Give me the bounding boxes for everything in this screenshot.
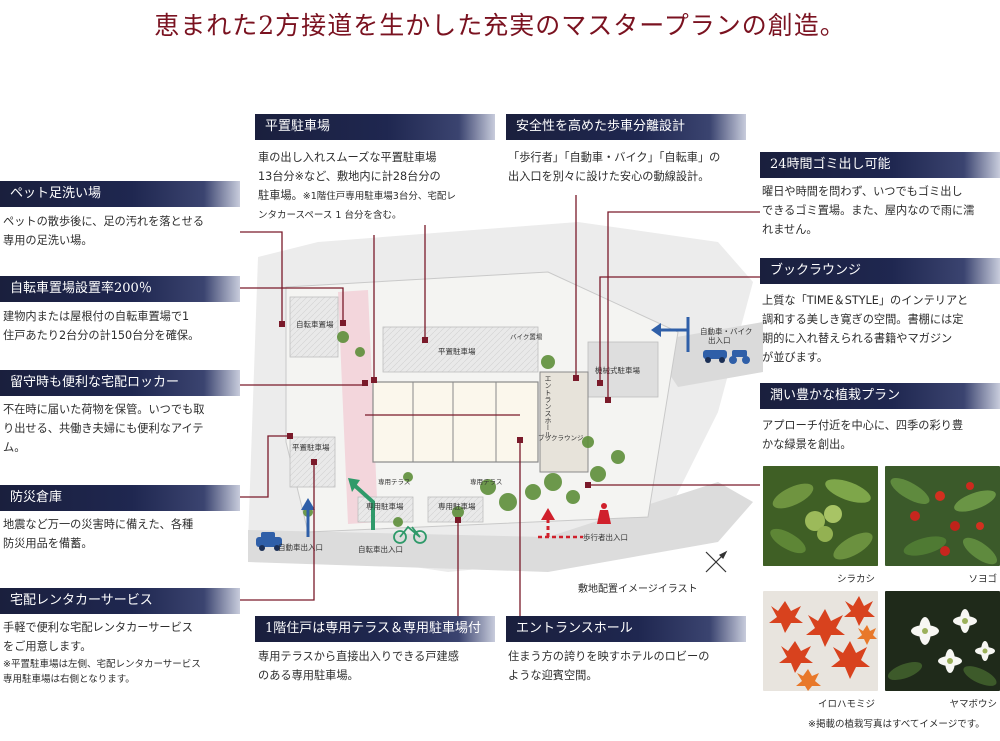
label-car-bike-gate-1: 自動車・バイク <box>700 326 752 336</box>
walkway <box>338 290 378 524</box>
label-bicycle-gate: 自転車出入口 <box>358 544 403 554</box>
heading-safety: 安全性を高めた歩車分離設計 <box>506 114 746 140</box>
label-private-parking-b: 専用駐車場 <box>438 501 476 511</box>
text-delivery: 不在時に届いた荷物を保管。いつでも取り出せる、共働き夫婦にも便利なアイテム。 <box>3 403 205 454</box>
heading-plants: 潤い豊かな植栽プラン <box>760 383 1000 409</box>
note-rental: ※平置駐車場は左側、宅配レンタカーサービス専用駐車場は右側となります。 <box>3 659 201 685</box>
private-parking-a <box>357 496 414 523</box>
car-gate-left-arrow <box>301 498 315 537</box>
site-plan-illustration: 自転車置場 平置駐車場 バイク置場 機械式駐車場 平置駐車場 ブックラウンジ エ… <box>248 222 763 573</box>
maple-leaves-image <box>763 591 878 691</box>
text-terrace: 専用テラスから直接出入りできる戸建感のある専用駐車場。 <box>258 650 459 682</box>
dogwood-flowers-image <box>885 591 1000 691</box>
pedestrian-icon <box>597 503 611 524</box>
heading-entrance: エントランスホール <box>506 616 746 642</box>
label-mech-parking: 機械式駐車場 <box>595 365 640 375</box>
heading-disaster: 防災倉庫 <box>0 485 240 511</box>
caption-iroha-momiji: イロハモミジ <box>817 699 875 710</box>
holly-berries-image <box>885 466 1000 566</box>
label-car-bike-gate-2: 出入口 <box>708 335 731 345</box>
text-plants: アプローチ付近を中心に、四季の彩り豊かな緑景を創出。 <box>762 419 964 451</box>
bicycle-icon <box>393 525 427 544</box>
residential-building <box>372 381 539 463</box>
entrance-block <box>539 371 589 473</box>
photo-iroha-momiji <box>763 591 878 691</box>
heading-terrace: 1階住戸は専用テラス＆専用駐車場付 <box>255 616 495 642</box>
label-flat-parking-top: 平置駐車場 <box>438 346 476 356</box>
label-flat-parking-left: 平置駐車場 <box>292 442 330 452</box>
heading-lounge: ブックラウンジ <box>760 258 1000 284</box>
caption-shirakashi: シラカシ <box>836 574 875 585</box>
label-private-parking-a: 専用駐車場 <box>366 501 404 511</box>
bike-lot <box>289 296 339 358</box>
heading-rental: 宅配レンタカーサービス <box>0 588 240 614</box>
car-bike-gate-arrow <box>651 317 690 352</box>
text-garbage: 曜日や時間を問わず、いつでもゴミ出しできるゴミ置場。また、屋内なので雨に濡れませ… <box>762 185 975 236</box>
heading-parking: 平置駐車場 <box>255 114 495 140</box>
heading-pet: ペット足洗い場 <box>0 181 240 207</box>
heading-delivery: 留守時も便利な宅配ロッカー <box>0 370 240 396</box>
caption-yamaboushi: ヤマボウシ <box>949 699 997 710</box>
text-disaster: 地震など万一の災害時に備えた、各種防災用品を備蓄。 <box>3 518 194 550</box>
photo-footnote: ※掲載の植栽写真はすべてイメージです。 <box>808 719 985 730</box>
photo-soyogo <box>885 466 1000 566</box>
motorbike-icon <box>729 350 750 364</box>
car-icon-right <box>703 350 727 363</box>
label-bike-storage: バイク置場 <box>510 332 543 341</box>
caption-soyogo: ソヨゴ <box>968 574 997 585</box>
flat-parking-top <box>382 326 539 373</box>
text-entrance: 住まう方の誇りを映すホテルのロビーのような迎賓空間。 <box>508 650 710 682</box>
pedestrian-gate-arrow <box>538 508 583 539</box>
acorn-leaves-image <box>763 466 878 566</box>
page-title: 恵まれた2方接道を生かした充実のマスタープランの創造。 <box>154 11 846 40</box>
label-book-lounge: ブックラウンジ <box>538 433 584 442</box>
photo-shirakashi <box>763 466 878 566</box>
compass-icon <box>705 550 728 573</box>
label-bike-lot: 自転車置場 <box>296 319 334 329</box>
map-caption-text: 敷地配置イメージイラスト <box>578 584 698 595</box>
photo-yamaboushi <box>885 591 1000 691</box>
road-south <box>248 482 753 572</box>
label-terrace-a: 専用テラス <box>378 477 410 486</box>
label-car-gate-left: 自動車出入口 <box>278 542 323 552</box>
text-pet: ペットの散歩後に、足の汚れを落とせる専用の足洗い場。 <box>3 215 205 247</box>
car-icon <box>256 532 282 551</box>
trees <box>303 331 625 527</box>
text-lounge: 上質な「TIME＆STYLE」のインテリアと調和する美しき寛ぎの空間。書棚には定… <box>762 294 969 364</box>
label-terrace-b: 専用テラス <box>470 477 502 486</box>
text-rental: 手軽で便利な宅配レンタカーサービスをご用意します。 <box>3 621 193 653</box>
bicycle-gate-arrow <box>348 478 375 530</box>
label-pedestrian-gate: 歩行者出入口 <box>583 532 628 542</box>
text-parking: 車の出し入れスムーズな平置駐車場 13台分※など、敷地内に計28台分の 駐車場。… <box>258 151 456 221</box>
label-entrance-vertical: エントランスホール <box>544 375 552 438</box>
heading-bicycle: 自転車置場設置率200％ <box>0 276 240 302</box>
heading-garbage: 24時間ゴミ出し可能 <box>760 152 1000 178</box>
text-safety: 「歩行者」「自動車・バイク」「自転車」の出入口を別々に設けた安心の動線設計。 <box>508 151 721 183</box>
